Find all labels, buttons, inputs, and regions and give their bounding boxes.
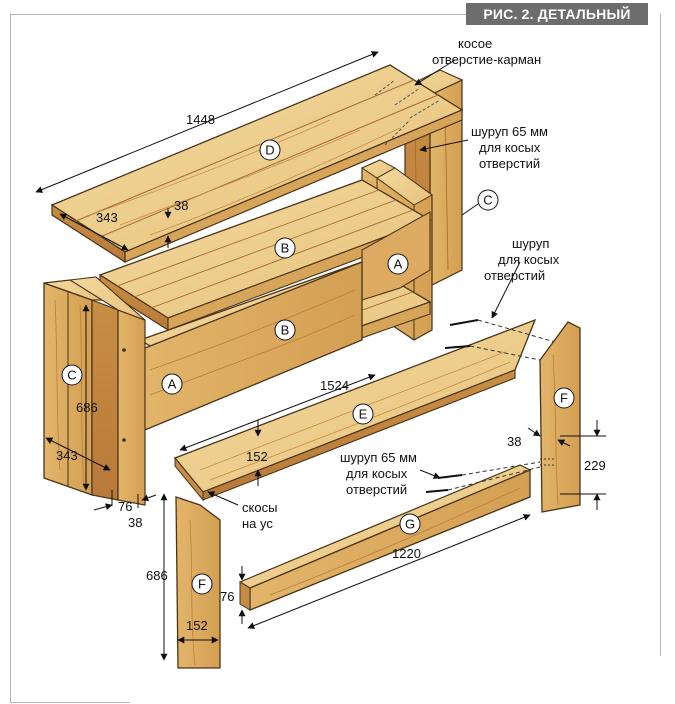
part-label-c-right: C xyxy=(461,189,499,216)
part-label-e: E xyxy=(352,403,374,425)
part-label-d: D xyxy=(259,139,281,161)
dim-g-width: 76 xyxy=(220,589,234,604)
leader-lines xyxy=(207,59,521,506)
part-label-g: G xyxy=(399,513,421,535)
svg-text:для косых: для косых xyxy=(346,466,408,481)
dim-top-thickness: 38 xyxy=(174,198,188,213)
part-label-f-bottom: F xyxy=(191,573,213,595)
pocket-hole-marks xyxy=(374,79,441,146)
dim-leg-width: 76 xyxy=(118,499,132,514)
svg-text:A: A xyxy=(168,377,177,392)
dim-f-height: 686 xyxy=(146,568,168,583)
svg-text:D: D xyxy=(265,143,274,158)
part-label-c-left: C xyxy=(61,364,83,386)
part-label-b-lower: B xyxy=(274,319,296,341)
figure-title: РИС. 2. ДЕТАЛЬНЫЙ ВИД xyxy=(466,3,648,44)
svg-text:G: G xyxy=(405,517,415,532)
svg-text:отверстий: отверстий xyxy=(484,268,545,283)
dim-top-length: 1448 xyxy=(186,112,215,127)
svg-text:отверстий: отверстий xyxy=(479,156,540,171)
svg-text:скосы: скосы xyxy=(242,500,277,515)
note-miter: скосы на ус xyxy=(242,500,277,531)
dimension-lines xyxy=(35,51,606,661)
svg-text:C: C xyxy=(483,193,492,208)
frame-top-border xyxy=(10,14,466,15)
svg-text:для косых: для косых xyxy=(498,252,560,267)
dim-f-width: 229 xyxy=(584,458,606,473)
svg-text:A: A xyxy=(394,257,403,272)
frame-left-border xyxy=(10,14,11,702)
svg-text:отверстие-карман: отверстие-карман xyxy=(432,52,541,67)
note-screw-mid: шуруп для косых отверстий xyxy=(484,236,560,283)
svg-text:B: B xyxy=(281,323,290,338)
dim-leg-height: 686 xyxy=(76,400,98,415)
shelf-upper-b xyxy=(98,179,432,331)
svg-text:F: F xyxy=(560,391,568,406)
note-screw-top: шуруп 65 мм для косых отверстий xyxy=(471,124,548,171)
part-label-a-front: A xyxy=(161,373,183,395)
part-label-f-right: F xyxy=(553,387,575,409)
front-left-leg-c xyxy=(43,276,146,506)
svg-text:для косых: для косых xyxy=(479,140,541,155)
screw-mid-guides xyxy=(469,319,556,363)
svg-text:шуруп 65 мм: шуруп 65 мм xyxy=(471,124,548,139)
svg-text:шуруп 65 мм: шуруп 65 мм xyxy=(340,450,417,465)
svg-text:C: C xyxy=(67,368,76,383)
leg-f-right xyxy=(539,321,581,513)
frame-bottom-border xyxy=(10,702,130,703)
svg-text:шуруп: шуруп xyxy=(512,236,549,251)
dim-leg-thickness: 38 xyxy=(128,515,142,530)
svg-text:B: B xyxy=(281,241,290,256)
svg-text:косое: косое xyxy=(458,36,492,51)
svg-text:отверстий: отверстий xyxy=(346,482,407,497)
dim-f-thickness: 38 xyxy=(507,434,521,449)
svg-text:E: E xyxy=(359,407,368,422)
dim-g-length: 1220 xyxy=(392,546,421,561)
frame-right-border xyxy=(660,14,661,656)
dim-rail-e-length: 1524 xyxy=(320,378,349,393)
dim-rail-e-width: 152 xyxy=(246,449,268,464)
dim-leg-depth: 343 xyxy=(56,448,78,463)
note-pocket-hole: косое отверстие-карман xyxy=(432,36,541,67)
svg-text:F: F xyxy=(198,577,206,592)
screw-low-guides xyxy=(447,461,541,491)
part-label-b-upper: B xyxy=(274,237,296,259)
dim-top-width: 343 xyxy=(96,210,118,225)
svg-text:на ус: на ус xyxy=(242,516,273,531)
dim-f-bottom-width: 152 xyxy=(186,618,208,633)
note-screw-low: шуруп 65 мм для косых отверстий xyxy=(340,450,417,497)
screws-low xyxy=(425,474,463,493)
part-label-a-back: A xyxy=(387,253,409,275)
screws-mid xyxy=(444,319,479,349)
